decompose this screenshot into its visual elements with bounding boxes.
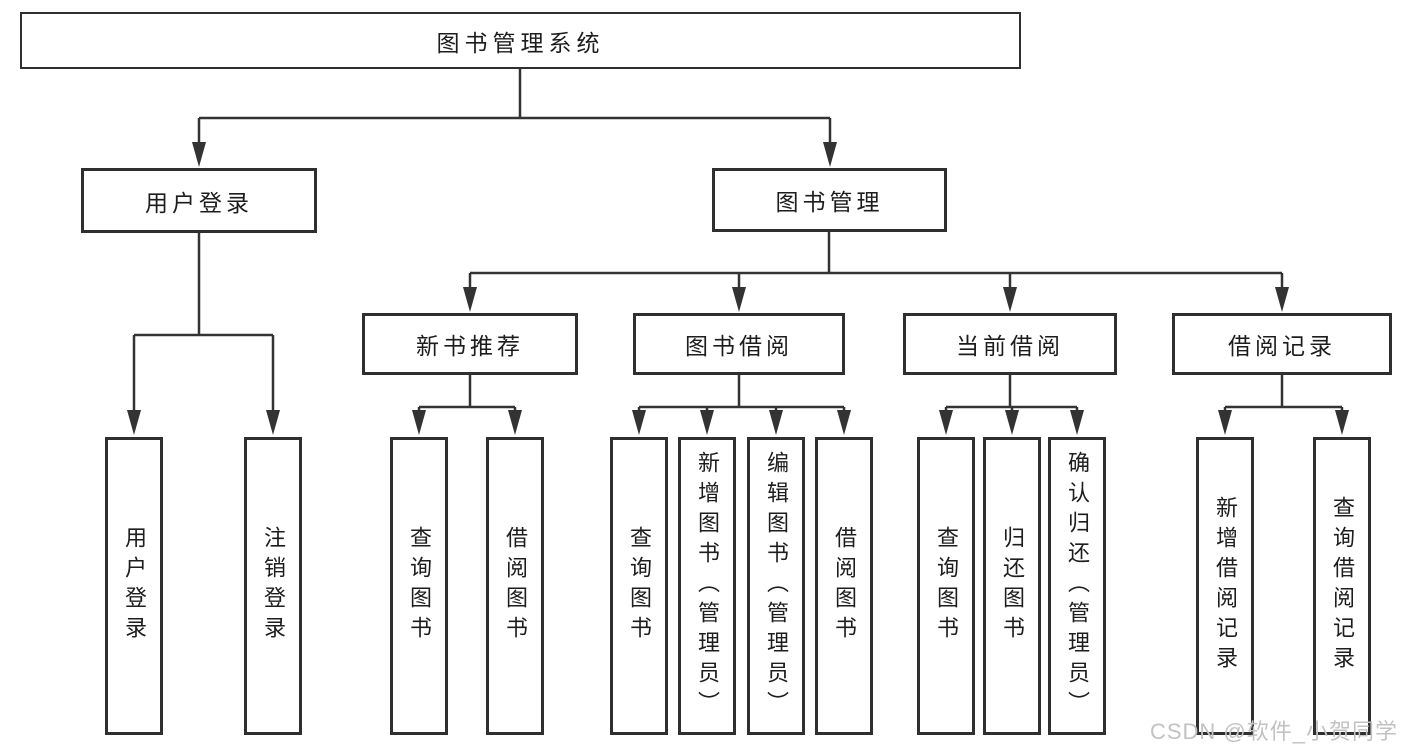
connector-book-management-to-level3 xyxy=(463,232,1289,312)
node-new-book-recommend: 新书推荐 xyxy=(362,313,578,375)
connector-line xyxy=(417,375,517,412)
arrowhead-down-icon xyxy=(700,410,714,435)
arrowhead-down-icon xyxy=(127,410,141,435)
node-user-login: 用户登录 xyxy=(81,168,317,233)
node-user-login-label: 用户登录 xyxy=(145,189,253,216)
arrowhead-down-icon xyxy=(823,142,837,167)
connector-current-borrow-to-leaves xyxy=(939,375,1084,435)
leaf-br-add-record: 新增借阅记录 xyxy=(1196,437,1254,735)
leaf-cb-query-books: 查询图书 xyxy=(917,437,975,735)
node-book-borrow-label: 图书借阅 xyxy=(685,333,793,359)
arrowhead-down-icon xyxy=(1005,410,1019,435)
arrowhead-down-icon xyxy=(939,410,953,435)
arrowhead-down-icon xyxy=(732,287,746,312)
connector-borrow-records-to-leaves xyxy=(1218,375,1349,435)
node-borrow-records-label: 借阅记录 xyxy=(1228,333,1336,359)
arrowhead-down-icon xyxy=(632,410,646,435)
leaf-logout-label: 注销登录 xyxy=(261,526,286,646)
arrowhead-down-icon xyxy=(1335,410,1349,435)
node-current-borrow-label: 当前借阅 xyxy=(956,333,1064,359)
leaf-nbr-borrow-books: 借阅图书 xyxy=(486,437,544,735)
leaf-bb-add-books-admin: 新增图书（管理员） xyxy=(678,437,736,735)
leaf-bb-add-books-admin-label: 新增图书（管理员） xyxy=(695,451,720,721)
arrowhead-down-icon xyxy=(1003,287,1017,312)
leaf-bb-borrow-books-label: 借阅图书 xyxy=(832,526,857,646)
leaf-bb-edit-books-admin-label: 编辑图书（管理员） xyxy=(764,451,789,721)
leaf-logout: 注销登录 xyxy=(244,437,302,735)
leaf-cb-query-books-label: 查询图书 xyxy=(934,526,959,646)
leaf-br-add-record-label: 新增借阅记录 xyxy=(1213,496,1238,676)
leaf-bb-query-books: 查询图书 xyxy=(610,437,668,735)
arrowhead-down-icon xyxy=(1275,287,1289,312)
leaf-bb-borrow-books: 借阅图书 xyxy=(815,437,873,735)
arrowhead-down-icon xyxy=(463,287,477,312)
node-current-borrow: 当前借阅 xyxy=(903,313,1117,375)
leaf-nbr-query-books-label: 查询图书 xyxy=(407,526,432,646)
node-root: 图书管理系统 xyxy=(20,12,1021,69)
leaf-nbr-borrow-books-label: 借阅图书 xyxy=(503,526,528,646)
node-root-label: 图书管理系统 xyxy=(436,29,605,56)
leaf-nbr-query-books: 查询图书 xyxy=(390,437,448,735)
arrowhead-down-icon xyxy=(266,410,280,435)
connector-line xyxy=(944,375,1079,412)
connector-line xyxy=(1223,375,1344,412)
arrowhead-down-icon xyxy=(769,410,783,435)
arrowhead-down-icon xyxy=(508,410,522,435)
arrowhead-down-icon xyxy=(837,410,851,435)
arrowhead-down-icon xyxy=(1218,410,1232,435)
node-book-management-label: 图书管理 xyxy=(775,189,884,215)
leaf-cb-return-books-label: 归还图书 xyxy=(1000,526,1025,646)
node-new-book-recommend-label: 新书推荐 xyxy=(416,333,524,359)
leaf-br-query-record-label: 查询借阅记录 xyxy=(1330,496,1355,676)
connector-line xyxy=(132,233,275,412)
csdn-watermark: CSDN @软件_小贺同学 xyxy=(1149,719,1398,744)
leaf-bb-edit-books-admin: 编辑图书（管理员） xyxy=(747,437,805,735)
leaf-br-query-record: 查询借阅记录 xyxy=(1313,437,1371,735)
node-book-borrow: 图书借阅 xyxy=(633,313,845,375)
arrowhead-down-icon xyxy=(192,142,206,167)
arrowhead-down-icon xyxy=(412,410,426,435)
node-borrow-records: 借阅记录 xyxy=(1172,313,1392,375)
connector-user-login-to-leaves xyxy=(127,233,280,435)
leaf-user-login-label: 用户登录 xyxy=(122,526,147,646)
connector-line xyxy=(468,232,1284,289)
connector-book-borrow-to-leaves xyxy=(632,375,851,435)
connector-line xyxy=(637,375,846,412)
leaf-user-login: 用户登录 xyxy=(105,437,163,735)
leaf-bb-query-books-label: 查询图书 xyxy=(627,526,652,646)
connector-new-book-recommend-to-leaves xyxy=(412,375,522,435)
leaf-cb-return-books: 归还图书 xyxy=(983,437,1041,735)
node-book-management: 图书管理 xyxy=(712,168,947,232)
leaf-cb-confirm-return-admin-label: 确认归还（管理员） xyxy=(1065,451,1090,721)
leaf-cb-confirm-return-admin: 确认归还（管理员） xyxy=(1048,437,1106,735)
arrowhead-down-icon xyxy=(1070,410,1084,435)
connector-line xyxy=(197,69,832,144)
connector-root-to-level2 xyxy=(192,69,837,167)
